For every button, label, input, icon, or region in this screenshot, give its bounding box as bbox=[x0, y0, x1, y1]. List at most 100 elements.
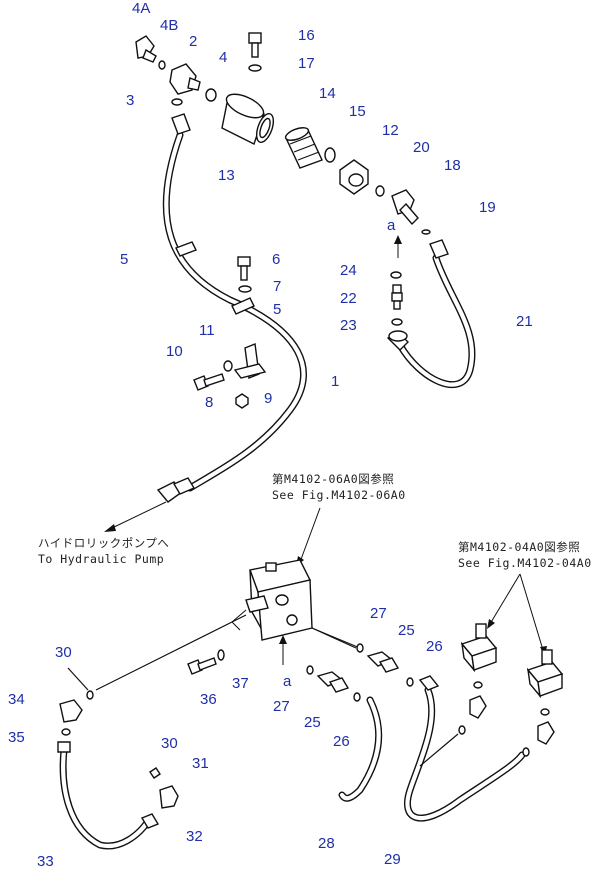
part-label: 20 bbox=[413, 139, 430, 156]
leader-block-to-30 bbox=[95, 614, 247, 691]
right-elbow-a bbox=[469, 695, 487, 719]
part-4-o-ring bbox=[205, 88, 217, 102]
part-20-o-ring bbox=[375, 185, 385, 197]
part-21-hose bbox=[386, 239, 476, 389]
part-25-connector-lower bbox=[316, 671, 350, 693]
block-reference-line-left bbox=[231, 609, 247, 631]
part-15-o-ring bbox=[324, 147, 336, 163]
part-label: 5 bbox=[120, 251, 128, 268]
part-label: 17 bbox=[298, 55, 315, 72]
part-label: 4 bbox=[219, 49, 227, 66]
part-8-nut bbox=[235, 393, 249, 409]
part-label: 1 bbox=[331, 373, 339, 390]
part-label: 27 bbox=[273, 698, 290, 715]
part-30-o-ring-right bbox=[149, 767, 161, 779]
part-label: 31 bbox=[192, 755, 209, 772]
part-32-fitting bbox=[140, 813, 160, 829]
part-12-cap-nut bbox=[339, 159, 369, 195]
part-label: 27 bbox=[370, 605, 387, 622]
valve-block bbox=[245, 559, 313, 641]
part-1-hose bbox=[156, 113, 307, 503]
part-10-bolt bbox=[193, 373, 225, 391]
part-label: 29 bbox=[384, 851, 401, 868]
reference-note: 第M4102-06A0図参照 bbox=[272, 472, 394, 486]
part-label: 16 bbox=[298, 27, 315, 44]
ref-arrow-a-bottom-head bbox=[279, 635, 287, 644]
part-5-clamp-upper bbox=[175, 241, 197, 257]
part-label: 18 bbox=[444, 157, 461, 174]
part-4b-o-ring bbox=[158, 60, 166, 70]
part-31-adapter bbox=[159, 785, 179, 809]
part-label: 26 bbox=[426, 638, 443, 655]
part-label: 4B bbox=[160, 17, 178, 34]
part-5-clamp-lower bbox=[231, 297, 255, 315]
part-label: 26 bbox=[333, 733, 350, 750]
to-pump-arrow-head bbox=[104, 524, 116, 532]
part-6-bolt bbox=[237, 256, 251, 281]
part-label: 25 bbox=[398, 622, 415, 639]
right-elbow-b bbox=[537, 721, 555, 745]
note-leader-04a0-a-head bbox=[487, 619, 495, 629]
drawing bbox=[57, 32, 564, 850]
part-24-o-ring bbox=[390, 271, 402, 279]
part-27-o-ring-lower bbox=[306, 665, 314, 675]
part-3-o-ring bbox=[171, 98, 183, 106]
reference-note: To Hydraulic Pump bbox=[38, 552, 164, 566]
part-label: 25 bbox=[304, 714, 321, 731]
part-35-o-ring bbox=[61, 728, 71, 736]
part-26-o-ring-lower bbox=[353, 692, 361, 702]
part-label: 8 bbox=[205, 394, 213, 411]
part-18-elbow bbox=[391, 189, 419, 226]
part-22-connector bbox=[391, 284, 403, 310]
part-label: 7 bbox=[273, 278, 281, 295]
part-34-elbow bbox=[59, 699, 83, 723]
reference-note: 第M4102-04A0図参照 bbox=[458, 540, 580, 554]
part-33-hose bbox=[57, 741, 154, 850]
part-label: 15 bbox=[349, 103, 366, 120]
part-27-o-ring-upper bbox=[356, 643, 364, 653]
part-14-filter-element bbox=[284, 127, 323, 169]
part-label: 28 bbox=[318, 835, 335, 852]
part-16-bolt bbox=[248, 32, 262, 58]
part-37-washer bbox=[217, 649, 225, 661]
part-label: a bbox=[387, 217, 396, 234]
leader-block-to-27 bbox=[311, 627, 357, 649]
part-label: a bbox=[283, 673, 292, 690]
part-9-bracket bbox=[233, 343, 267, 379]
note-leader-06a0 bbox=[299, 507, 321, 563]
part-2-adapter bbox=[169, 63, 201, 95]
part-label: 22 bbox=[340, 290, 357, 307]
right-o-ring-c bbox=[458, 725, 466, 735]
ref-arrow-a-top-head bbox=[394, 235, 402, 244]
part-label: 24 bbox=[340, 262, 357, 279]
part-label: 36 bbox=[200, 691, 217, 708]
part-label: 5 bbox=[273, 301, 281, 318]
part-label: 19 bbox=[479, 199, 496, 216]
right-o-ring-d bbox=[522, 747, 530, 757]
part-28-hose bbox=[338, 696, 383, 802]
part-label: 12 bbox=[382, 122, 399, 139]
part-17-washer bbox=[248, 64, 262, 72]
part-13-filter-case bbox=[221, 93, 275, 145]
part-25-connector-upper bbox=[366, 651, 400, 673]
part-label: 23 bbox=[340, 317, 357, 334]
part-36-bolt bbox=[187, 657, 217, 675]
right-o-ring-a bbox=[473, 681, 483, 689]
note-leader-04a0-a bbox=[489, 573, 521, 625]
part-7-washer bbox=[238, 285, 252, 293]
part-label: 2 bbox=[189, 33, 197, 50]
to-pump-arrow bbox=[107, 501, 167, 531]
part-11-washer bbox=[223, 360, 233, 372]
part-29-hose bbox=[403, 675, 526, 822]
part-30-leader bbox=[67, 667, 89, 691]
part-label: 4A bbox=[132, 0, 150, 17]
part-label: 10 bbox=[166, 343, 183, 360]
reference-note: ハイドロリックポンプへ bbox=[38, 536, 169, 550]
part-label: 37 bbox=[232, 675, 249, 692]
part-label: 14 bbox=[319, 85, 336, 102]
leader-right-hose bbox=[419, 733, 459, 767]
part-26-o-ring-upper bbox=[406, 677, 414, 687]
